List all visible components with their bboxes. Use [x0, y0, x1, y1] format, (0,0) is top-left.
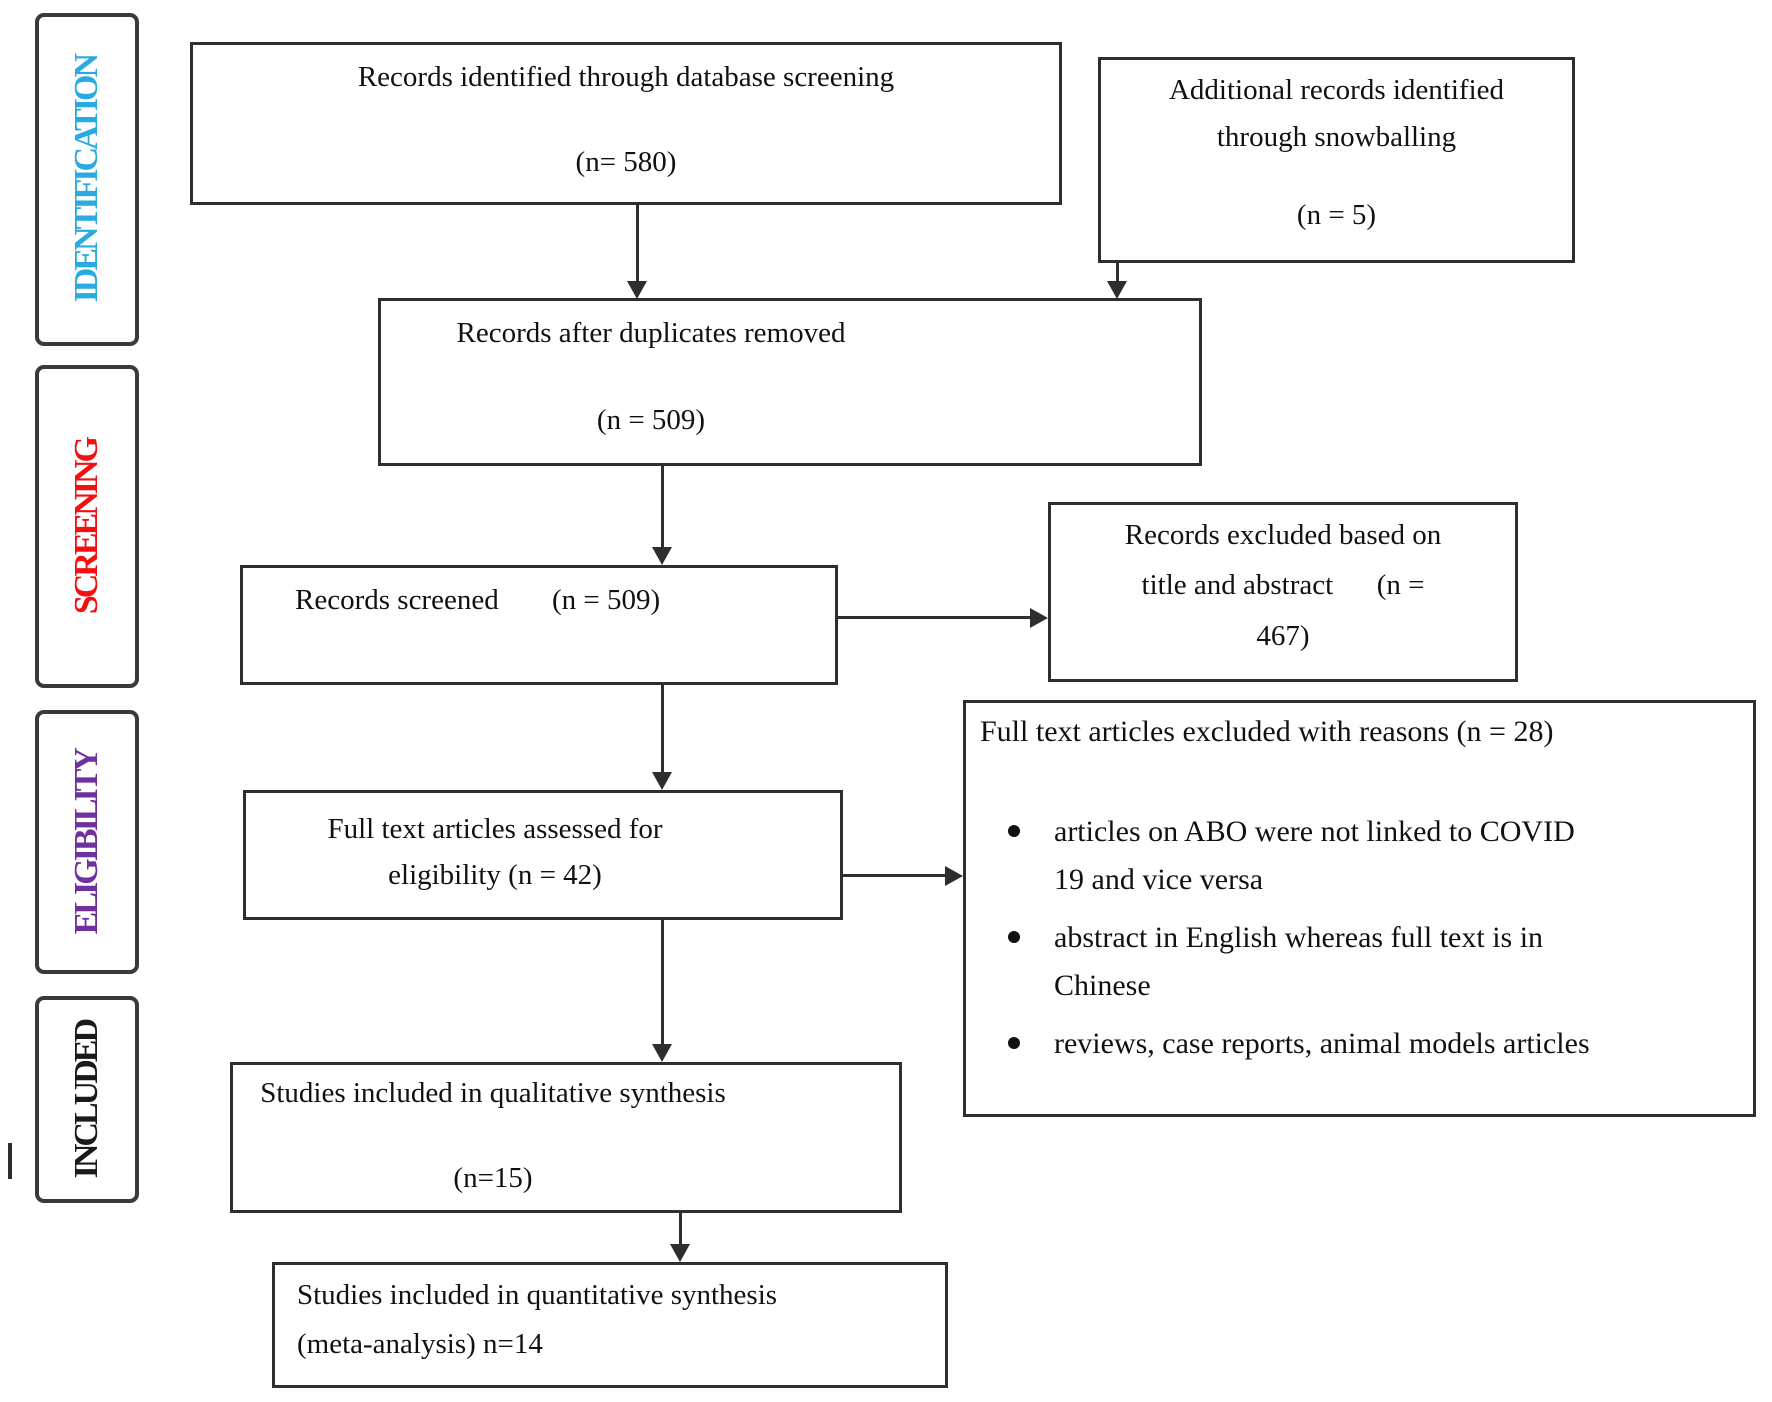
- fulltext-assessed-line2: eligibility (n = 42): [388, 859, 602, 892]
- arrow-fulltext-to-reasons: [843, 874, 946, 877]
- arrow-duplicates-to-screened: [661, 466, 664, 548]
- box-fulltext-excluded: Full text articles excluded with reasons…: [963, 700, 1756, 1117]
- arrow-snowballing-to-duplicates: [1116, 263, 1119, 282]
- records-identified-count: (n= 580): [575, 146, 677, 179]
- records-identified-text: Records identified through database scre…: [357, 61, 895, 93]
- bullet-icon: [1008, 930, 1020, 943]
- arrowhead-duplicates-to-screened: [652, 547, 672, 565]
- arrowhead-identified-to-duplicates: [627, 281, 647, 299]
- box-quantitative-synthesis: Studies included in quantitative synthes…: [272, 1262, 948, 1388]
- list-item: reviews, case reports, animal models art…: [1008, 1020, 1739, 1068]
- bullet-icon: [1008, 1036, 1020, 1049]
- stage-box-identification: IDENTIFICATION: [35, 13, 139, 346]
- records-screened-text: Records screened: [295, 584, 499, 616]
- box-fulltext-assessed: Full text articles assessed for eligibil…: [243, 790, 843, 920]
- arrowhead-fulltext-to-qualitative: [652, 1044, 672, 1062]
- records-screened-count: (n = 509): [551, 584, 661, 616]
- stage-box-eligibility: ELIGIBILITY: [35, 710, 139, 974]
- box-qualitative-synthesis: Studies included in qualitative synthesi…: [230, 1062, 902, 1213]
- records-excluded-line1: Records excluded based on: [1124, 519, 1442, 551]
- qualitative-synthesis-text: Studies included in qualitative synthesi…: [260, 1077, 726, 1109]
- arrow-fulltext-to-qualitative: [661, 920, 664, 1045]
- box-records-excluded: Records excluded based on title and abst…: [1048, 502, 1518, 682]
- arrow-screened-to-excluded: [838, 616, 1031, 619]
- box-records-screened: Records screened (n = 509): [240, 565, 838, 685]
- duplicates-removed-count: (n = 509): [596, 404, 706, 437]
- stray-tick-mark: [8, 1143, 12, 1179]
- arrow-qualitative-to-quantitative: [679, 1213, 682, 1245]
- arrowhead-screened-to-excluded: [1030, 608, 1048, 628]
- arrowhead-fulltext-to-reasons: [945, 866, 963, 886]
- fulltext-excluded-title: Full text articles excluded with reasons…: [980, 715, 1554, 748]
- arrowhead-snowballing-to-duplicates: [1107, 281, 1127, 299]
- records-excluded-line3: 467): [1256, 619, 1310, 652]
- box-records-identified: Records identified through database scre…: [190, 42, 1062, 205]
- arrowhead-qualitative-to-quantitative: [670, 1244, 690, 1262]
- reason-2-line1: abstract in English whereas full text is…: [1054, 920, 1544, 954]
- reason-3-line1: reviews, case reports, animal models art…: [1054, 1026, 1590, 1060]
- box-snowballing: Additional records identified through sn…: [1098, 57, 1575, 263]
- exclusion-reasons-list: articles on ABO were not linked to COVID…: [980, 808, 1739, 1068]
- stage-label-included: INCLUDED: [68, 1020, 105, 1179]
- snowballing-count: (n = 5): [1296, 198, 1377, 231]
- list-item: articles on ABO were not linked to COVID…: [1008, 808, 1739, 904]
- arrow-identified-to-duplicates: [636, 205, 639, 282]
- list-item: abstract in English whereas full text is…: [1008, 914, 1739, 1010]
- stage-box-included: INCLUDED: [35, 996, 139, 1203]
- stage-label-eligibility: ELIGIBILITY: [68, 749, 105, 935]
- snowballing-text-line1: Additional records identified: [1168, 74, 1504, 106]
- stage-label-identification: IDENTIFICATION: [68, 56, 105, 303]
- box-duplicates-removed: Records after duplicates removed (n = 50…: [378, 298, 1202, 466]
- stage-box-screening: SCREENING: [35, 365, 139, 688]
- quantitative-synthesis-text: Studies included in quantitative synthes…: [297, 1279, 778, 1311]
- reason-2-line2: Chinese: [1054, 968, 1151, 1002]
- reason-1-line1: articles on ABO were not linked to COVID: [1054, 814, 1575, 848]
- bullet-icon: [1008, 824, 1020, 837]
- duplicates-removed-text: Records after duplicates removed: [456, 317, 846, 349]
- reason-1-line2: 19 and vice versa: [1054, 862, 1264, 896]
- arrow-screened-to-fulltext: [661, 685, 664, 773]
- fulltext-assessed-line1: Full text articles assessed for: [327, 813, 663, 845]
- records-excluded-line2: title and abstract (n =: [1141, 569, 1425, 602]
- quantitative-synthesis-count: (meta-analysis) n=14: [297, 1328, 543, 1361]
- stage-label-screening: SCREENING: [68, 438, 105, 615]
- snowballing-text-line2: through snowballing: [1216, 121, 1457, 154]
- qualitative-synthesis-count: (n=15): [453, 1162, 533, 1195]
- arrowhead-screened-to-fulltext: [652, 772, 672, 790]
